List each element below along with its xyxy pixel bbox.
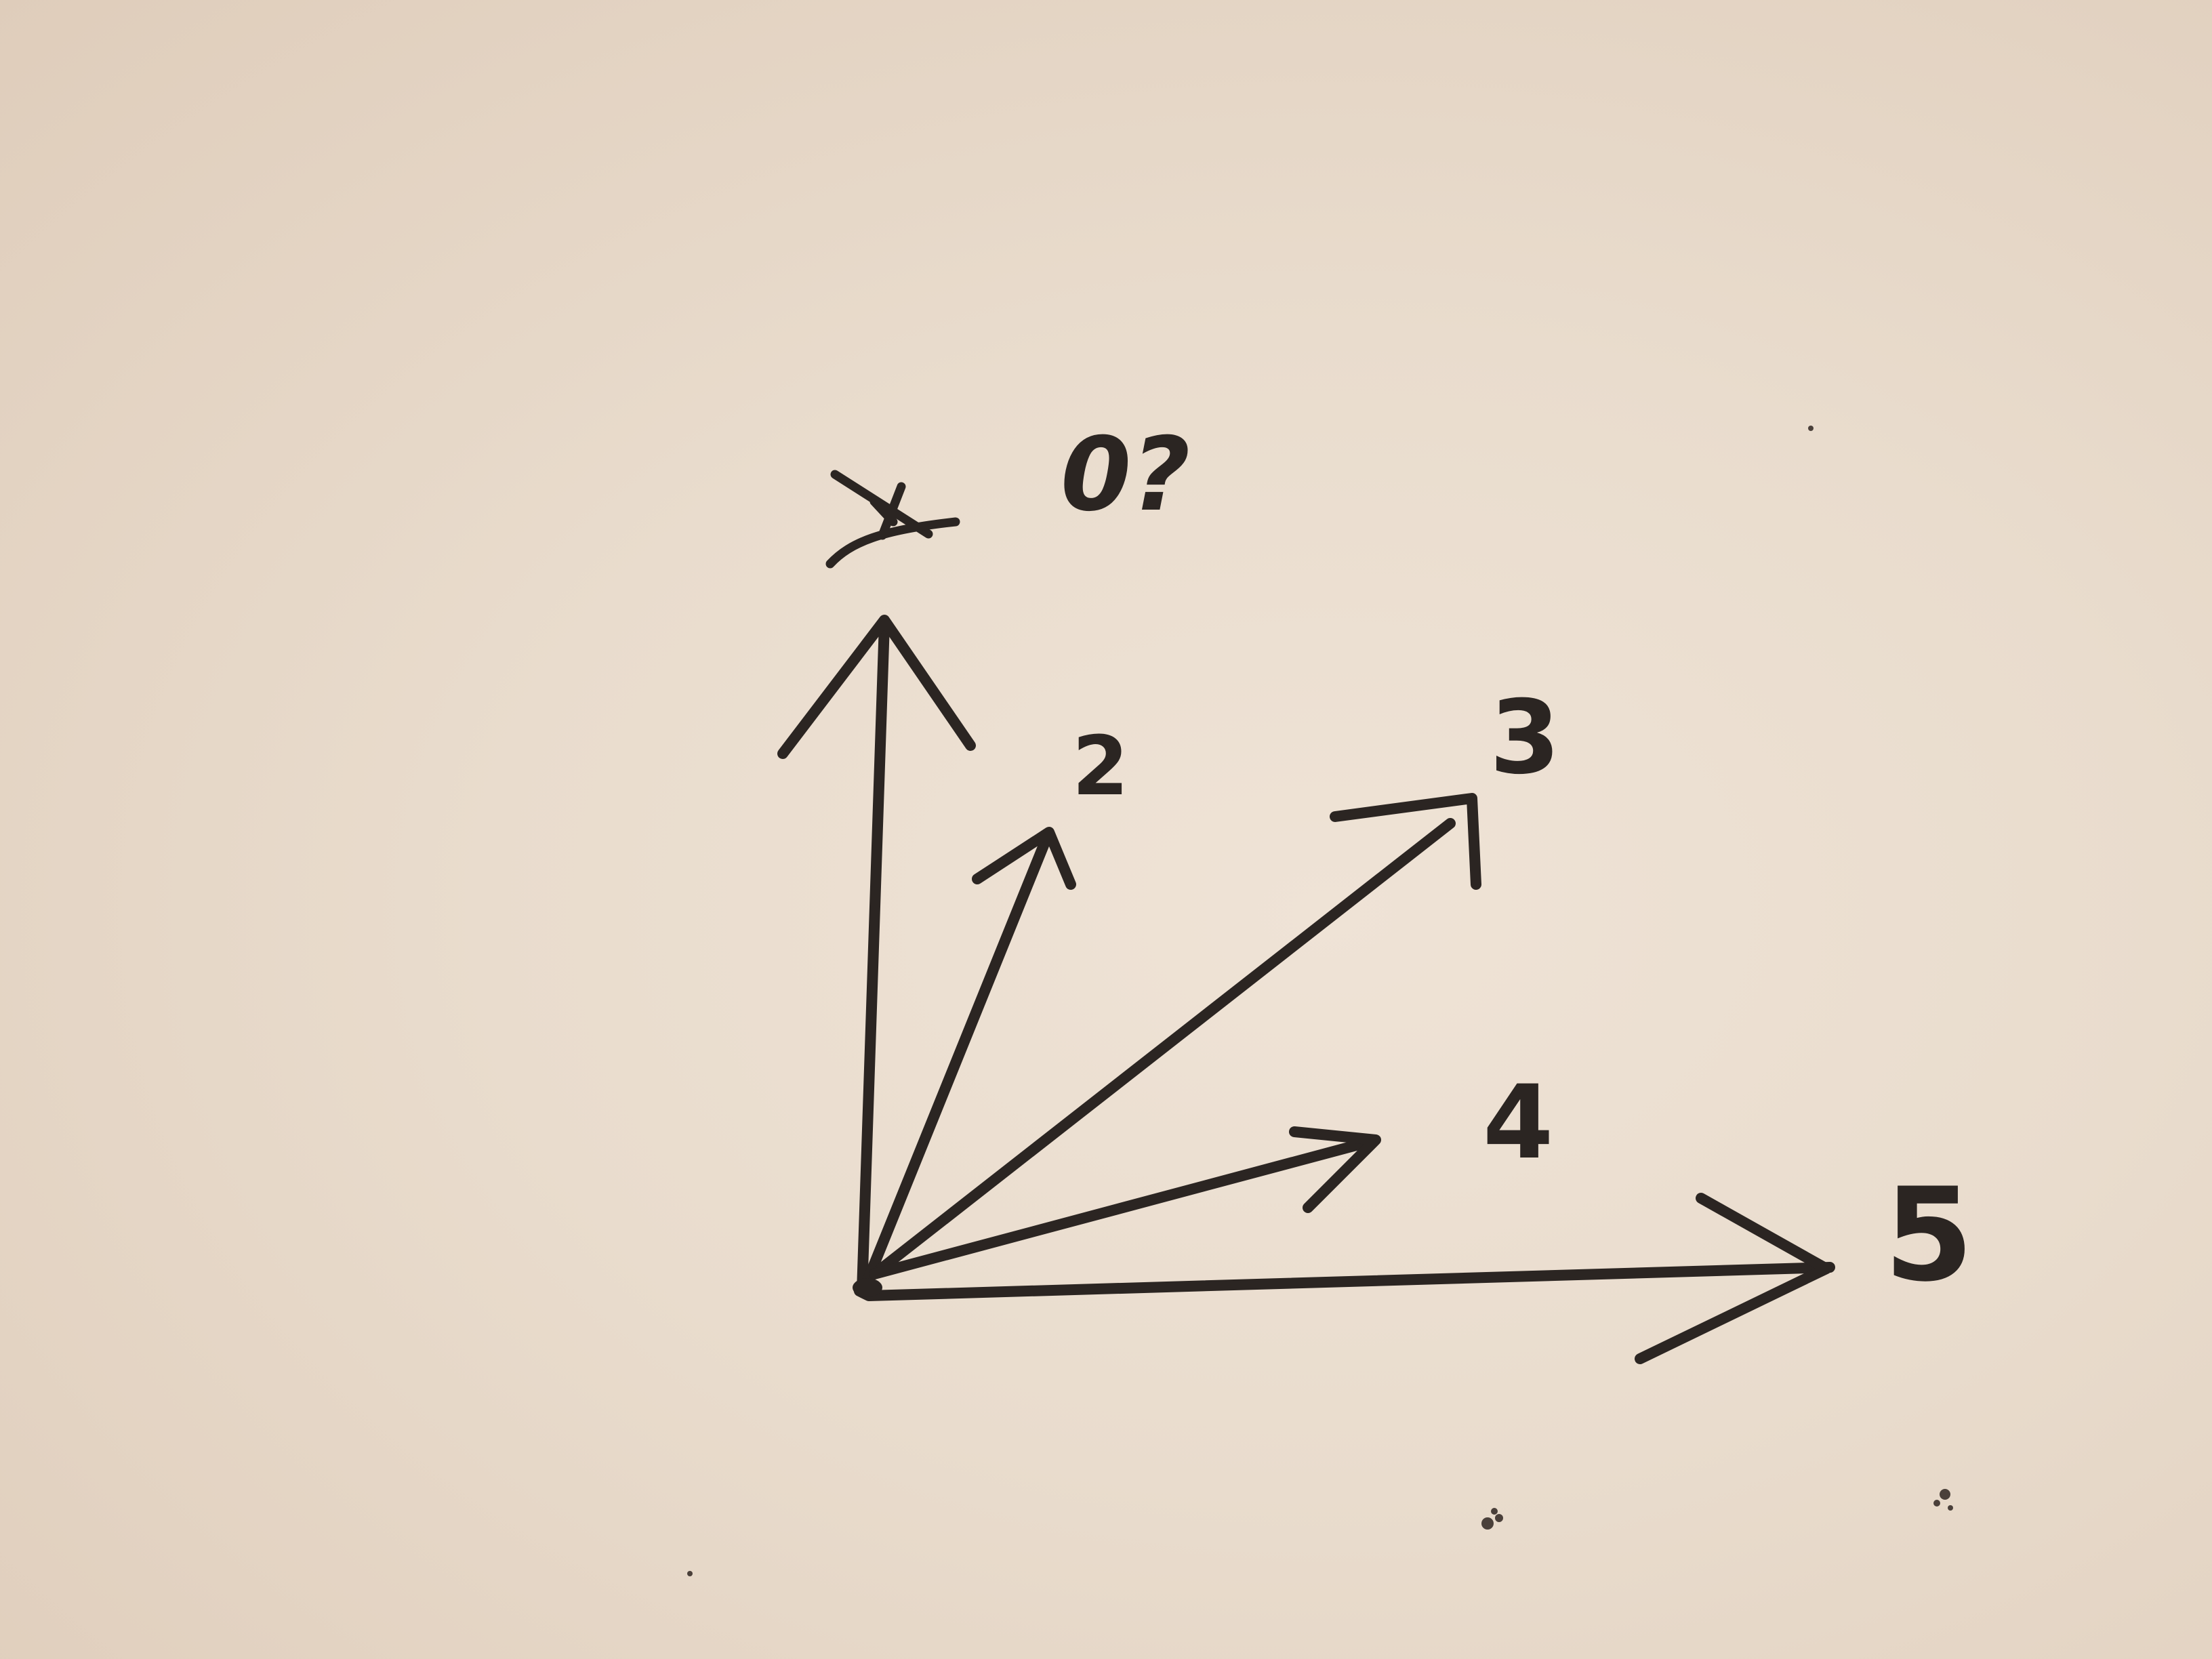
star-scribble [825, 470, 960, 569]
top-question-label: 0? [1061, 416, 1190, 534]
label-4: 4 [1483, 1064, 1553, 1182]
arrow-vertical [777, 615, 976, 1296]
arrow-5 [854, 1193, 1835, 1364]
label-2: 2 [1072, 720, 1129, 814]
label-3: 3 [1490, 679, 1560, 797]
origin-point [853, 1278, 882, 1297]
arrow-4 [869, 1126, 1381, 1279]
label-5: 5 [1884, 1160, 1973, 1310]
vector-fan [777, 615, 1835, 1364]
arrow-2 [862, 827, 1076, 1286]
paper-specks [687, 426, 1953, 1576]
arrow-3 [869, 793, 1481, 1279]
